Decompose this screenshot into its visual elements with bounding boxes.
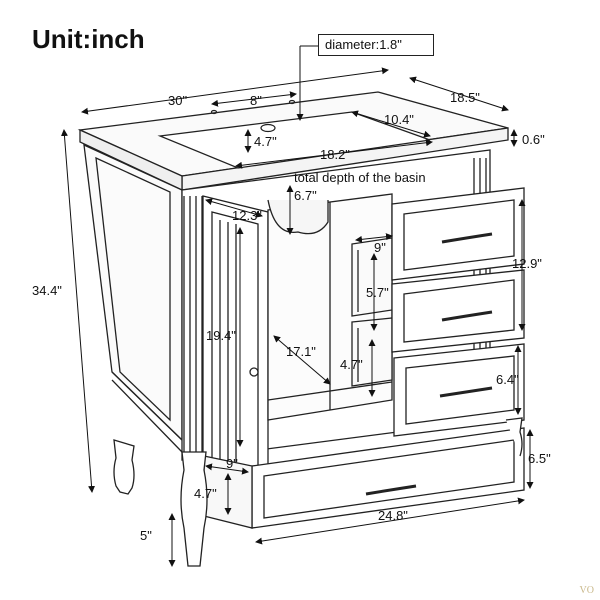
dim-drawer-inner-width-label: 9" [374,240,386,255]
dim-door-width-line [205,198,263,218]
unit-title: Unit:inch [32,24,145,54]
left-side-recess [95,156,171,422]
watermark: VO [579,585,594,596]
dim-faucet-line [211,91,297,107]
dim-width-line [81,67,389,115]
dim-bottom-width-line [255,497,525,545]
left-side-panel [83,143,183,442]
dim-basin-depth-caption: total depth of the basin [294,170,426,185]
left-pilaster [183,196,203,455]
dim-bottom-inner-width-line [205,463,249,475]
dim-drawer-face-label: 12.9" [512,256,542,271]
dim-basin-side-label: 10.4" [384,112,414,127]
drawer-handle-1 [441,232,493,244]
dim-depth-line [409,76,509,112]
dim-drawer-lower-label: 6.4" [496,372,519,387]
dim-depth-label: 18.5" [450,90,480,105]
dim-basin-side-line [351,110,431,138]
dim-height-line [60,129,96,493]
drawer-front-1 [391,187,525,281]
door-knob [249,367,259,377]
basin-bowl [267,199,329,235]
dim-thickness-label: 0.6" [522,132,545,147]
dim-basin-front-label: 4.7" [254,134,277,149]
drawer-front-2 [391,269,525,353]
drain-hole [260,123,276,133]
dim-faucet-label: 8" [250,93,262,108]
dim-basin-length-label: 18.2" [320,147,350,162]
drawer-handle-3 [439,386,493,398]
dim-drawer-inner-height-label: 5.7" [366,285,389,300]
leg-right-front [505,417,523,457]
dim-bottom-width-label: 24.8" [378,508,408,523]
dim-bottom-inner-width-label: 9" [226,456,238,471]
dim-drawer-inner-width-line [355,233,393,243]
dim-basin-length-line [235,139,433,169]
dim-width-label: 30" [168,93,188,108]
drawer-handle-2 [441,310,493,322]
dim-leg-label: 5" [140,528,152,543]
leg-left-front [180,451,208,567]
dim-height-label: 34.4" [32,283,62,298]
dim-interior-depth-label: 17.1" [286,344,316,359]
dim-door-width-label: 12.3" [232,208,262,223]
leg-left-back [113,439,135,495]
drain-diameter-callout: diameter:1.8" [318,34,434,56]
cabinet-outline [77,91,525,567]
bottom-drawer-handle [365,484,417,496]
dim-bottom-drawer-label: 6.5" [528,451,551,466]
dim-basin-depth-label: 6.7" [294,188,317,203]
dim-drawer-slide-label: 4.7" [340,357,363,372]
dim-interior-depth-line [273,335,331,385]
drawer-front-3 [393,343,525,437]
dim-door-height-label: 19.4" [206,328,236,343]
dim-bottom-inner-height-label: 4.7" [194,486,217,501]
faucet-hole-left [210,109,218,115]
dimension-lines [60,45,534,567]
faucet-hole-right [288,99,296,105]
